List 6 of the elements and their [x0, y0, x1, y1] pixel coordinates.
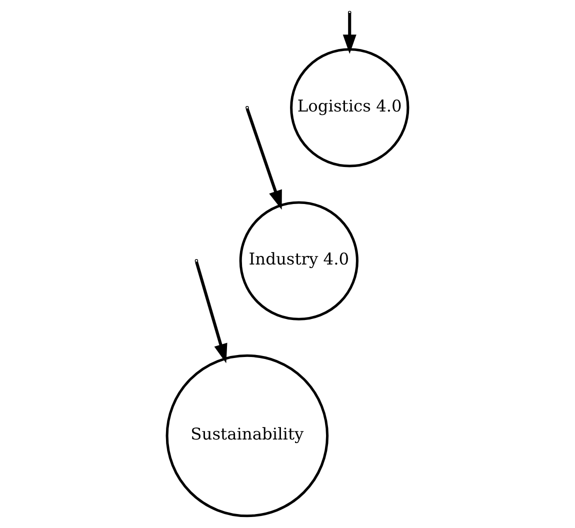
node-circle: Logistics 4.0 — [290, 48, 410, 168]
arrow — [342, 12, 356, 54]
arrow — [195, 262, 228, 364]
arrow — [246, 108, 282, 210]
node-circle: Industry 4.0 — [239, 201, 358, 320]
node-circle: Sustainability — [166, 354, 329, 518]
